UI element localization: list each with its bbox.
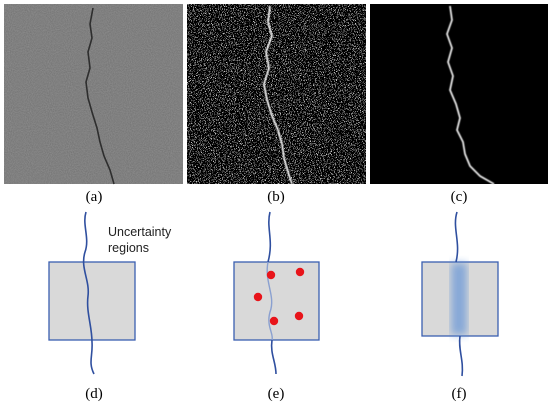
annotation-line1: Uncertainty xyxy=(108,225,172,239)
panel-d-box xyxy=(48,261,136,341)
panel-e-schematic xyxy=(233,211,320,375)
uncertainty-dot xyxy=(295,267,305,277)
panel-b-crack xyxy=(263,5,293,185)
panel-a-photo xyxy=(4,4,183,185)
panel-a-crack xyxy=(85,7,115,185)
panel-e-crack-bottom xyxy=(270,339,277,375)
caption-e: (e) xyxy=(268,386,285,402)
panel-f-crack-top xyxy=(454,211,459,263)
uncertainty-dot xyxy=(269,316,279,326)
uncertainty-dot xyxy=(266,270,276,280)
uncertainty-dot xyxy=(253,292,263,302)
uncertainty-dot xyxy=(294,311,304,321)
caption-a: (a) xyxy=(86,189,103,205)
panel-d-crack xyxy=(82,211,95,375)
caption-b: (b) xyxy=(267,189,285,205)
panel-c-crack xyxy=(446,5,495,185)
panel-f-schematic xyxy=(421,211,499,377)
panel-e-crack-top xyxy=(267,211,272,263)
panel-b-binary xyxy=(187,4,366,185)
uncertainty-band xyxy=(451,263,467,335)
panel-c-segmentation xyxy=(370,4,548,185)
annotation-line2: regions xyxy=(108,241,149,255)
panel-e-box xyxy=(233,261,320,341)
panel-f-crack-bottom xyxy=(458,335,464,377)
caption-f: (f) xyxy=(452,386,467,402)
panel-d-schematic xyxy=(48,211,136,375)
panel-e-crack-inside xyxy=(266,261,274,341)
caption-d: (d) xyxy=(85,386,103,402)
caption-c: (c) xyxy=(451,189,468,205)
